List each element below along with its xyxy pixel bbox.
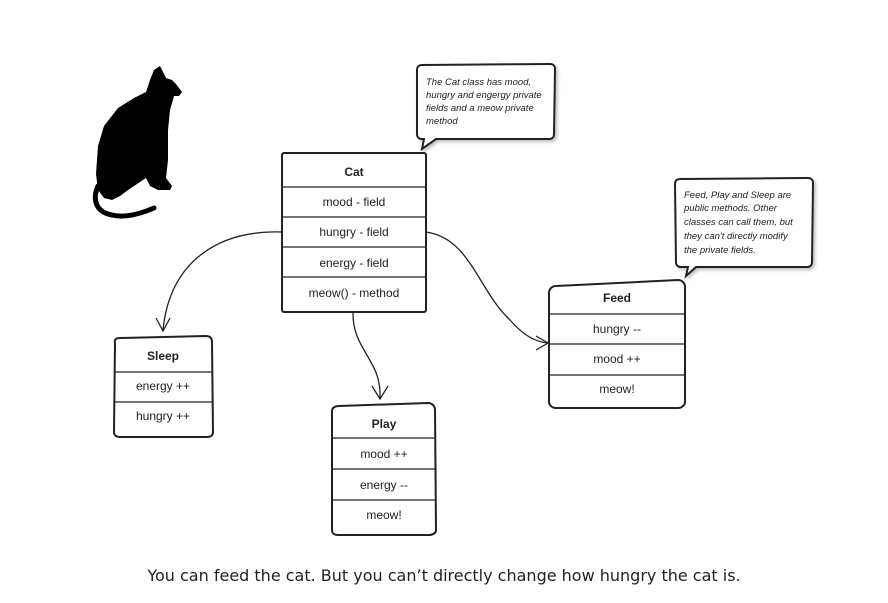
arrowhead-sleep-icon: [155, 317, 171, 333]
svg-text:public methods. Other: public methods. Other: [683, 203, 778, 214]
svg-text:classes can call them, but: classes can call them, but: [684, 217, 793, 228]
arrowhead-play-icon: [371, 385, 389, 401]
feed-row-hungry: hungry --: [593, 322, 641, 336]
feed-row-meow: meow!: [599, 382, 634, 396]
svg-text:the private fields.: the private fields.: [684, 245, 756, 256]
feed-row-mood: mood ++: [593, 352, 640, 366]
public-methods-note-callout: [673, 176, 815, 279]
arrow-cat-to-feed: [425, 231, 549, 344]
sleep-box-title: Sleep: [147, 349, 179, 363]
cat-class-note-callout: [416, 62, 557, 152]
sleep-row-energy: energy ++: [136, 379, 190, 393]
cat-class-note-text: The Cat class has mood, hungry and enger…: [426, 77, 542, 127]
play-box-title: Play: [372, 417, 397, 431]
svg-text:The Cat class has mood,: The Cat class has mood,: [426, 77, 531, 88]
play-row-mood: mood ++: [360, 447, 407, 461]
diagram-caption: You can feed the cat. But you can’t dire…: [147, 566, 741, 585]
svg-text:Feed, Play and Sleep are: Feed, Play and Sleep are: [684, 190, 791, 201]
svg-text:they can't directly modify: they can't directly modify: [684, 231, 789, 242]
play-method-box: Play mood ++ energy -- meow!: [331, 401, 438, 536]
sleep-row-hungry: hungry ++: [136, 409, 190, 423]
play-row-meow: meow!: [366, 508, 401, 522]
cat-class-box: Cat mood - field hungry - field energy -…: [281, 152, 427, 313]
svg-text:method: method: [426, 116, 458, 127]
cat-method-meow: meow() - method: [309, 286, 400, 300]
cat-silhouette-icon: [92, 66, 182, 219]
svg-text:fields and a meow private: fields and a meow private: [426, 103, 534, 114]
arrow-cat-to-play: [352, 311, 381, 399]
feed-method-box: Feed hungry -- mood ++ meow!: [548, 278, 686, 409]
cat-field-mood: mood - field: [323, 195, 386, 209]
feed-box-title: Feed: [603, 291, 631, 305]
cat-box-title: Cat: [344, 165, 363, 179]
play-row-energy: energy --: [360, 478, 408, 492]
cat-field-energy: energy - field: [319, 256, 388, 270]
public-methods-note-text: Feed, Play and Sleep are public methods.…: [683, 190, 793, 256]
sleep-method-box: Sleep energy ++ hungry ++: [112, 334, 215, 438]
svg-text:hungry and engergy private: hungry and engergy private: [426, 90, 542, 101]
cat-field-hungry: hungry - field: [319, 225, 388, 239]
arrow-cat-to-sleep: [162, 231, 283, 331]
